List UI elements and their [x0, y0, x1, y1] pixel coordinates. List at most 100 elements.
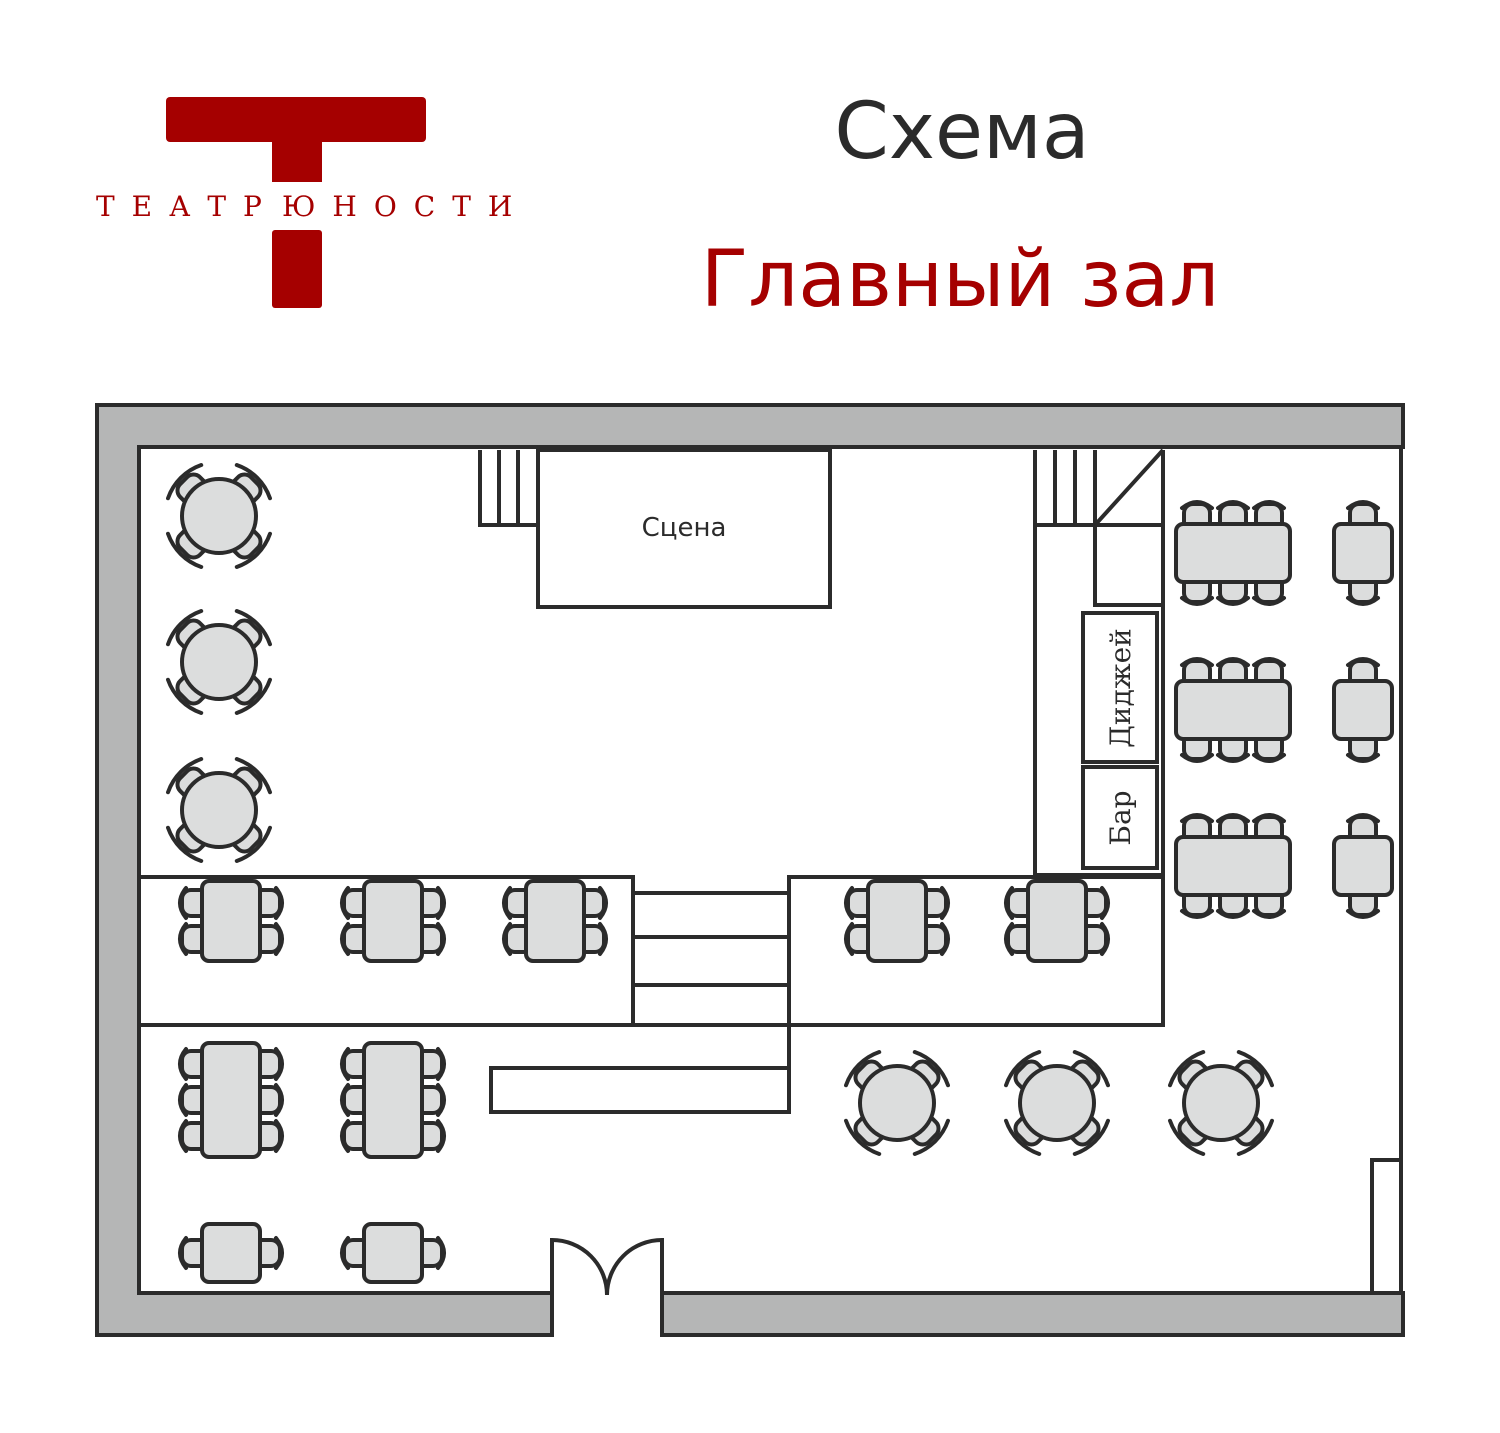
chair-back [1216, 813, 1250, 823]
chair-back [1004, 922, 1014, 956]
rect-table[interactable] [340, 879, 446, 963]
chair-back [166, 677, 204, 715]
rect-table[interactable] [1332, 657, 1394, 763]
chair-back [1100, 886, 1110, 920]
dj-booth[interactable] [1081, 611, 1159, 764]
logo-text-left: ТЕАТР [96, 190, 279, 223]
chair-back [178, 1236, 188, 1270]
chair-back [1216, 596, 1250, 606]
chair-back [1346, 813, 1380, 823]
chair-back [844, 922, 854, 956]
chair-back [1216, 909, 1250, 919]
chair-back [598, 922, 608, 956]
stage[interactable] [536, 448, 832, 609]
chair-back [274, 922, 284, 956]
chair-back [940, 886, 950, 920]
chair-back [1180, 500, 1214, 510]
chair-back [340, 1047, 350, 1081]
rect-table[interactable] [502, 879, 608, 963]
chair-back [1004, 886, 1014, 920]
chair-back [340, 1083, 350, 1117]
chair-back [1180, 596, 1214, 606]
chair-back [234, 531, 272, 569]
chair-back [178, 886, 188, 920]
rect-table[interactable] [178, 1222, 284, 1284]
round-table[interactable] [166, 463, 272, 569]
chair-back [166, 463, 204, 501]
chair-back [1346, 500, 1380, 510]
chair-back [912, 1050, 950, 1088]
chair-back [436, 886, 446, 920]
rect-table[interactable] [1174, 813, 1292, 919]
chair-back [166, 757, 204, 795]
chair-back [436, 1083, 446, 1117]
table-top [1018, 1064, 1096, 1142]
chair-back [1252, 500, 1286, 510]
table-top [1174, 679, 1292, 741]
table-top [858, 1064, 936, 1142]
chair-back [1216, 753, 1250, 763]
chair-back [1168, 1118, 1206, 1156]
counter-ledge [489, 1066, 791, 1114]
chair-back [844, 1050, 882, 1088]
rect-table[interactable] [1004, 879, 1110, 963]
table-top [362, 879, 424, 963]
round-table[interactable] [1168, 1050, 1274, 1156]
chair-back [1216, 657, 1250, 667]
chair-back [436, 1236, 446, 1270]
chair-back [1346, 909, 1380, 919]
chair-back [1252, 753, 1286, 763]
rect-table[interactable] [178, 1041, 284, 1159]
rect-table[interactable] [844, 879, 950, 963]
chair-back [234, 677, 272, 715]
rect-table[interactable] [340, 1222, 446, 1284]
chair-back [178, 922, 188, 956]
chair-back [178, 1083, 188, 1117]
chair-back [234, 825, 272, 863]
table-top [1332, 835, 1394, 897]
table-top [180, 771, 258, 849]
stage-stairs-left [478, 450, 538, 527]
table-top [362, 1041, 424, 1159]
chair-back [1004, 1050, 1042, 1088]
chair-back [274, 1047, 284, 1081]
chair-back [940, 922, 950, 956]
table-top [362, 1222, 424, 1284]
rect-table[interactable] [1332, 813, 1394, 919]
logo-t-stem-bottom [272, 230, 322, 308]
table-top [1332, 679, 1394, 741]
chair-back [1100, 922, 1110, 956]
table-top [1174, 835, 1292, 897]
chair-back [844, 1118, 882, 1156]
chair-back [166, 825, 204, 863]
round-table[interactable] [166, 757, 272, 863]
table-top [200, 1222, 262, 1284]
wall-main [95, 403, 1405, 1337]
entrance-door[interactable] [550, 1237, 664, 1296]
rect-table[interactable] [340, 1041, 446, 1159]
chair-back [1252, 596, 1286, 606]
round-table[interactable] [1004, 1050, 1110, 1156]
chair-back [234, 609, 272, 647]
round-table[interactable] [166, 609, 272, 715]
chair-back [274, 1119, 284, 1153]
chair-back [1236, 1118, 1274, 1156]
rect-table[interactable] [178, 879, 284, 963]
chair-back [1236, 1050, 1274, 1088]
chair-back [274, 886, 284, 920]
chair-back [340, 1119, 350, 1153]
round-table[interactable] [844, 1050, 950, 1156]
chair-back [166, 609, 204, 647]
bar-counter[interactable] [1081, 765, 1159, 870]
chair-back [436, 922, 446, 956]
stage-label: Сцена [642, 513, 727, 543]
rect-table[interactable] [1332, 500, 1394, 606]
table-top [1182, 1064, 1260, 1142]
chair-back [166, 531, 204, 569]
rect-table[interactable] [1174, 657, 1292, 763]
logo-t-stem-top [272, 140, 322, 182]
rect-table[interactable] [1174, 500, 1292, 606]
chair-back [234, 463, 272, 501]
chair-back [1072, 1118, 1110, 1156]
